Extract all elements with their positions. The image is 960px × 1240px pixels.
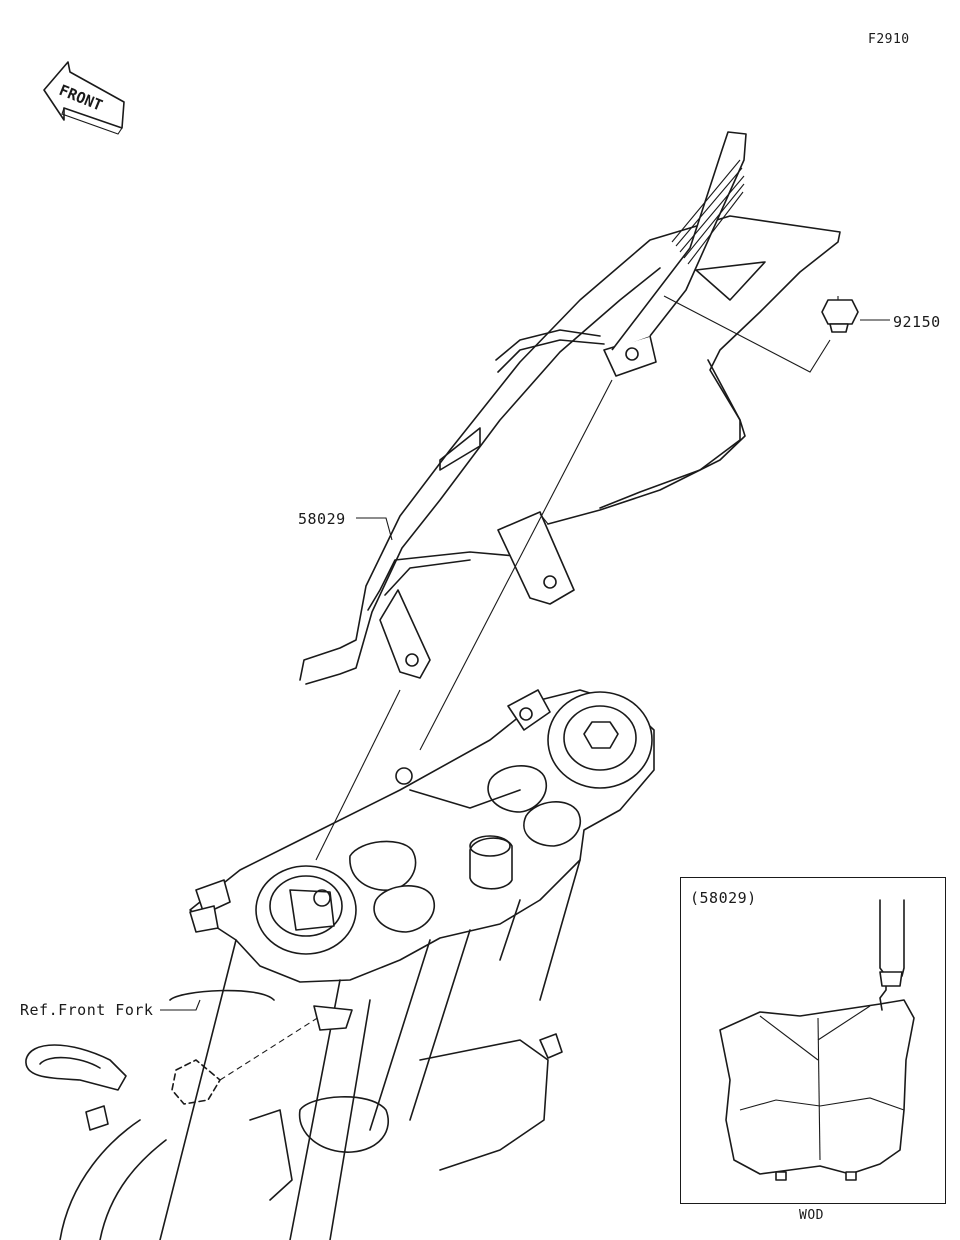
inset-title: (58029) xyxy=(690,889,757,907)
front-direction-arrow: FRONT xyxy=(43,61,125,135)
inset-caption: WOD xyxy=(799,1208,824,1223)
upper-triple-clamp xyxy=(189,689,655,983)
callout-front-fork-ref: Ref.Front Fork xyxy=(20,1001,154,1019)
inset-panel xyxy=(680,877,946,1204)
front-fork xyxy=(25,859,581,1240)
callout-bolt-92150: 92150 xyxy=(893,313,941,331)
number-plate-58029 xyxy=(299,131,841,685)
inset-number-plate xyxy=(719,899,915,1181)
figure-id: F2910 xyxy=(868,32,910,47)
bolt-92150 xyxy=(821,296,859,333)
leader-lines xyxy=(160,295,890,1011)
callout-number-plate-58029: 58029 xyxy=(298,510,346,528)
